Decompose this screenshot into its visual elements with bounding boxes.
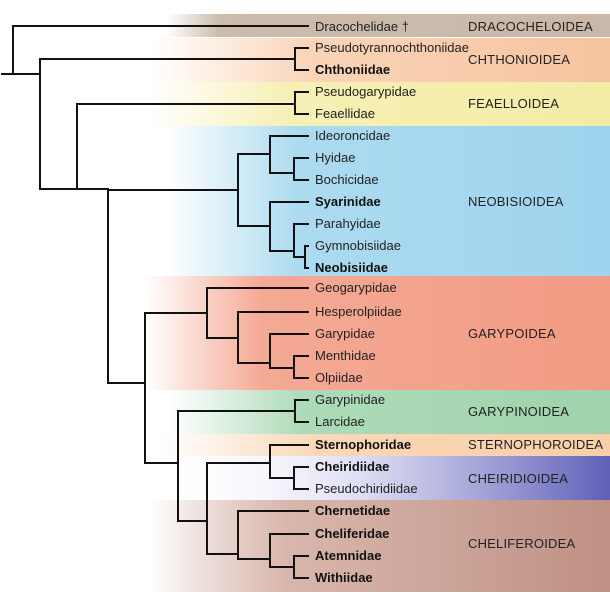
band-sternophoroidea (160, 434, 610, 456)
superfamily-label-dracocheloidea: DRACOCHELOIDEA (468, 19, 593, 34)
superfamily-label-neobisioidea: NEOBISIOIDEA (468, 194, 564, 209)
taxon-pseudochiridiidae: Pseudochiridiidae (315, 481, 418, 496)
taxon-cheiridiidae: Cheiridiidae (315, 459, 389, 474)
branch-hyidae-bochicidae (269, 157, 309, 181)
branch-cheiridioidea (269, 466, 309, 490)
branch-garypinoidea (177, 399, 309, 423)
branch-node-5 (144, 410, 179, 522)
branch-garypoidea (144, 287, 309, 339)
branch-node-4 (107, 312, 146, 464)
superfamily-label-chthonioidea: CHTHONIOIDEA (468, 52, 570, 67)
branch-menthidae-olpiidae (269, 355, 309, 379)
taxon-bochicidae: Bochicidae (315, 172, 379, 187)
branch-ideoroncidae (237, 135, 309, 174)
branch-gymno-neob (293, 245, 309, 269)
superfamily-labels: DRACOCHELOIDEA CHTHONIOIDEA FEAELLOIDEA … (468, 19, 603, 551)
branch-cheliferidae-group (237, 533, 309, 568)
branch-garypoidea-inner (206, 311, 309, 364)
taxon-feaellidae: Feaellidae (315, 106, 375, 121)
taxon-hyidae: Hyidae (315, 150, 355, 165)
taxon-dracochelidae: Dracochelidae † (315, 19, 409, 34)
taxon-larcidae: Larcidae (315, 414, 365, 429)
taxon-pseudogarypidae: Pseudogarypidae (315, 84, 416, 99)
taxon-neobisiidae: Neobisiidae (315, 260, 388, 275)
branch-cheliferoidea (206, 510, 309, 560)
taxon-chernetidae: Chernetidae (315, 503, 390, 518)
band-cheliferoidea (150, 500, 610, 592)
taxon-garypinidae: Garypinidae (315, 392, 385, 407)
superfamily-label-garypoidea: GARYPOIDEA (468, 326, 556, 341)
band-neobisioidea (165, 126, 610, 276)
superfamily-label-feaelloidea: FEAELLOIDEA (468, 96, 559, 111)
branch-feaelloidea (76, 91, 309, 115)
taxon-geogarypidae: Geogarypidae (315, 280, 397, 295)
superfamily-label-cheiridioidea: CHEIRIDIOIDEA (468, 471, 568, 486)
taxon-sternophoridae: Sternophoridae (315, 437, 411, 452)
taxon-hesperolpiidae: Hesperolpiidae (315, 304, 402, 319)
band-dracocheloidea (166, 14, 610, 37)
superfamily-label-garypinoidea: GARYPINOIDEA (468, 404, 569, 419)
branch-parahyidae-group (269, 223, 295, 258)
taxon-garypidae: Garypidae (315, 326, 375, 341)
tree-branches (1, 25, 309, 579)
taxon-parahyidae: Parahyidae (315, 216, 381, 231)
branch-node-3 (76, 188, 109, 384)
branch-garypidae-group (237, 333, 309, 369)
superfamily-label-sternophoroidea: STERNOPHOROIDEA (468, 437, 603, 452)
branch-node-6 (177, 462, 208, 555)
taxon-chthoniidae: Chthoniidae (315, 62, 390, 77)
branch-node-2 (39, 103, 78, 190)
taxon-olpiidae: Olpiidae (315, 370, 363, 385)
band-garypoidea (145, 276, 610, 390)
taxon-labels: Dracochelidae † Pseudotyrannochthoniidae… (315, 19, 469, 585)
branch-atemnidae-withiidae (269, 555, 309, 579)
taxon-cheliferidae: Cheliferidae (315, 526, 389, 541)
superfamily-label-cheliferoidea: CHELIFEROIDEA (468, 536, 575, 551)
branch-syarinidae-group (237, 201, 309, 252)
branch-node-root (12, 25, 309, 75)
taxon-syarinidae: Syarinidae (315, 194, 381, 209)
taxon-atemnidae: Atemnidae (315, 548, 381, 563)
taxon-pseudotyrannochthoniidae: Pseudotyrannochthoniidae (315, 40, 469, 55)
taxon-ideoroncidae: Ideoroncidae (315, 128, 390, 143)
taxon-withiidae: Withiidae (315, 570, 373, 585)
taxon-menthidae: Menthidae (315, 348, 376, 363)
branch-chthonioidea (39, 47, 309, 71)
branch-node-7 (206, 444, 309, 479)
taxon-gymnobisiidae: Gymnobisiidae (315, 238, 401, 253)
branch-neobisioidea (107, 153, 239, 227)
